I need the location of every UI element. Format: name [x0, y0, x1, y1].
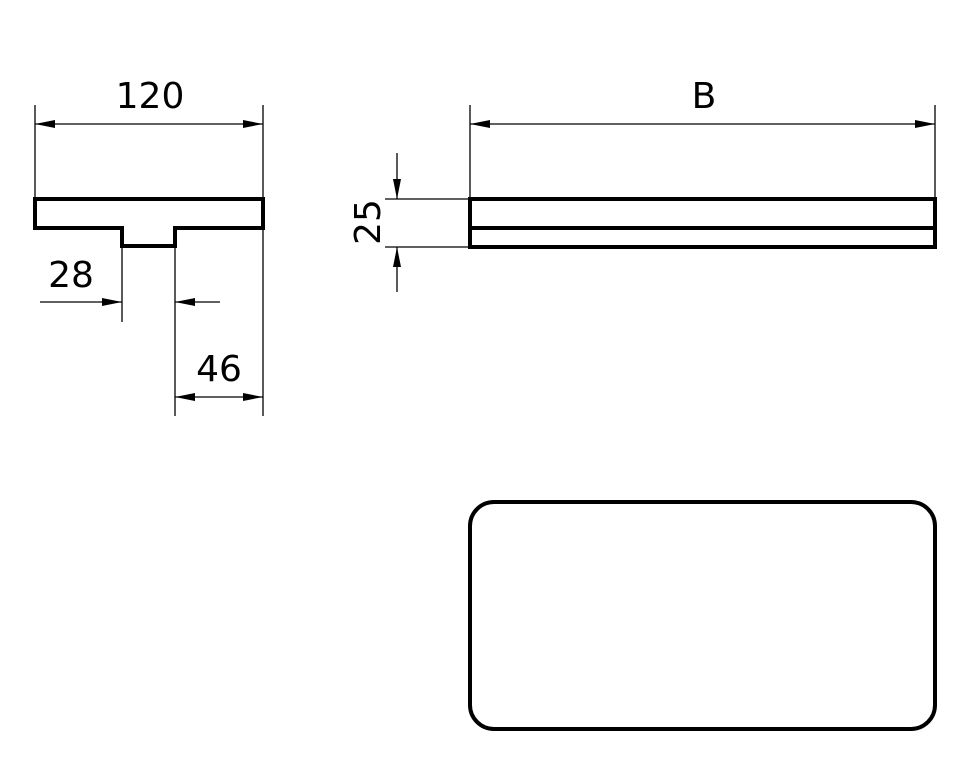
front-outline — [468, 197, 937, 249]
dimension-label-25: 25 — [348, 199, 389, 245]
dimension-label-46: 46 — [196, 349, 242, 390]
side-view: 120 28 46 — [33, 76, 265, 416]
t-profile-outline — [33, 197, 265, 248]
dimension-label-120: 120 — [116, 76, 185, 117]
dimension-label-28: 28 — [48, 255, 94, 296]
front-view: B 25 — [348, 76, 937, 292]
top-view-outline — [468, 500, 937, 731]
dimension-label-b: B — [692, 76, 717, 117]
